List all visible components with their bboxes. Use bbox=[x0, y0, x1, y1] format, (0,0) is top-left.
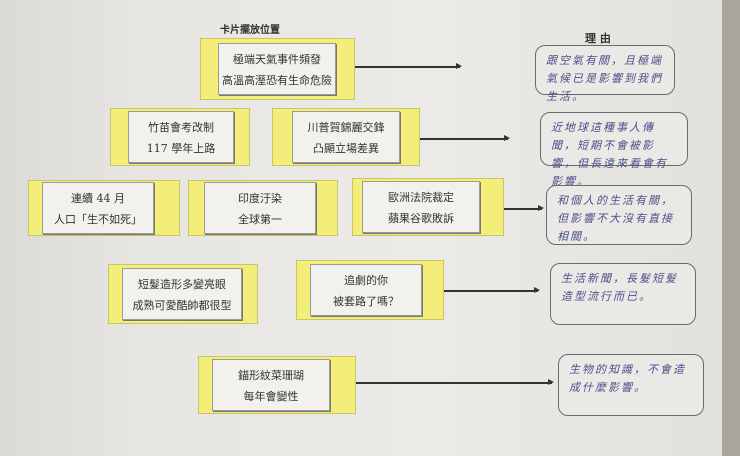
card-line2: 高溫高溼恐有生命危險 bbox=[222, 73, 332, 87]
arrow-5 bbox=[356, 379, 554, 385]
card-line1: 竹苗會考改制 bbox=[148, 120, 214, 134]
table-edge bbox=[722, 0, 740, 456]
card-line1: 連續 44 月 bbox=[71, 191, 125, 205]
card-line2: 被套路了嗎？ bbox=[333, 294, 399, 308]
arrow-2 bbox=[420, 135, 510, 141]
card-line2: 117 學年上路 bbox=[146, 141, 216, 155]
card-line1: 印度汙染 bbox=[238, 191, 282, 205]
card-line2: 全球第一 bbox=[238, 212, 282, 226]
card-line2: 每年會變性 bbox=[243, 389, 299, 403]
card-line1: 歐洲法院裁定 bbox=[388, 190, 454, 204]
reason-header: 理 由 bbox=[585, 32, 611, 45]
card-line1: 川普賀錦麗交鋒 bbox=[307, 120, 385, 134]
arrow-3 bbox=[504, 205, 544, 211]
arrow-1 bbox=[355, 63, 462, 69]
card-line1: 極端天氣事件頻發 bbox=[233, 52, 321, 66]
reason-box-1: 跟空氣有關，且極端氣候已是影響到我們生活。 bbox=[535, 45, 675, 103]
card-line1: 錨形紋菜珊瑚 bbox=[238, 368, 304, 382]
card-line2: 凸顯立場差異 bbox=[313, 141, 379, 155]
card-line2: 蘋果谷歌敗訴 bbox=[388, 211, 454, 225]
reason-box-4: 生活新聞，長髮短髮造型流行而已。 bbox=[550, 263, 696, 325]
card-line1: 短髮造形多變亮眼 bbox=[138, 277, 226, 291]
reason-box-5: 生物的知識，不會造成什麼影響。 bbox=[558, 354, 704, 416]
reason-box-2: 近地球這種事人傳聞，短期不會被影響，但長遠來看會有影響。 bbox=[540, 112, 688, 188]
card-line2: 人口「生不如死」 bbox=[54, 212, 142, 226]
card-line1: 追劇的你 bbox=[344, 273, 388, 287]
placement-header: 卡片擺放位置 bbox=[220, 25, 280, 36]
reason-box-3: 和個人的生活有關，但影響不大沒有直接相關。 bbox=[546, 185, 692, 245]
card-line2: 成熟可愛酷帥都很型 bbox=[132, 298, 232, 312]
arrow-4 bbox=[444, 287, 540, 293]
